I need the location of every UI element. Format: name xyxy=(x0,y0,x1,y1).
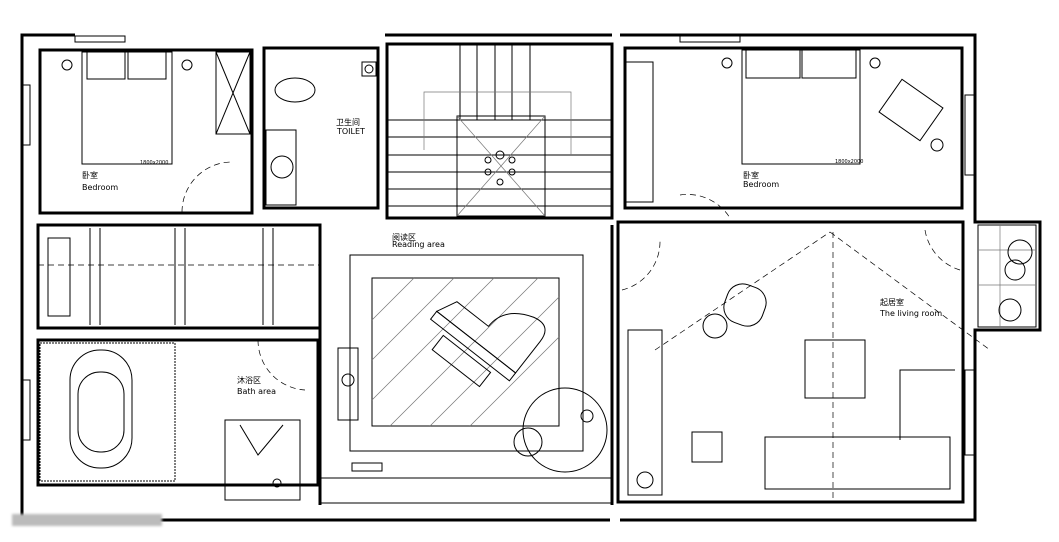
bedroom-left: 卧室 Bedroom 1800x2000 xyxy=(38,48,254,215)
toilet: 卫生间 TOILET xyxy=(262,46,380,210)
bedroom-right: 卧室 Bedroom 1800x2000 xyxy=(623,46,964,219)
room-label-cn: 沐浴区 xyxy=(237,375,261,385)
room-label-en: Reading area xyxy=(392,240,445,249)
light-fixture-icon xyxy=(61,59,73,71)
corridor xyxy=(36,223,322,330)
room-label-cn: 卧室 xyxy=(743,170,759,180)
staircase xyxy=(385,42,614,220)
bed-dimension: 1800x2000 xyxy=(140,160,168,166)
light-fixture-icon xyxy=(869,57,881,69)
windows xyxy=(21,35,976,456)
grand-piano-icon xyxy=(429,301,546,388)
room-label-cn: 起居室 xyxy=(880,297,904,307)
plant-icon xyxy=(341,373,355,387)
bed-dimension: 1800x2000 xyxy=(835,159,863,165)
watermark xyxy=(12,514,162,526)
plant-icon xyxy=(636,471,654,489)
outer-walls xyxy=(20,33,1042,522)
light-fixture-icon xyxy=(721,57,733,69)
balcony xyxy=(977,224,1037,328)
room-label-en: Bath area xyxy=(237,387,276,396)
room-label-en: TOILET xyxy=(336,127,365,136)
light-fixture-icon xyxy=(181,59,193,71)
plant-icon xyxy=(1004,259,1026,281)
living-room: 起居室 The living room xyxy=(616,220,991,504)
bath-area: 沐浴区 Bath area xyxy=(36,338,320,501)
reading-area: 阅读区 Reading area xyxy=(318,225,614,505)
room-label-en: The living room xyxy=(879,309,942,318)
room-label-cn: 卧室 xyxy=(82,170,98,180)
plant-icon xyxy=(1007,239,1033,265)
plant-icon xyxy=(998,298,1022,322)
bathtub-icon xyxy=(69,349,133,469)
room-label-cn: 卫生间 xyxy=(336,117,360,127)
room-label-en: Bedroom xyxy=(82,183,118,192)
room-label-cn: 阅读区 xyxy=(392,232,416,242)
chandelier-icon xyxy=(484,150,516,186)
room-label-en: Bedroom xyxy=(743,180,779,189)
